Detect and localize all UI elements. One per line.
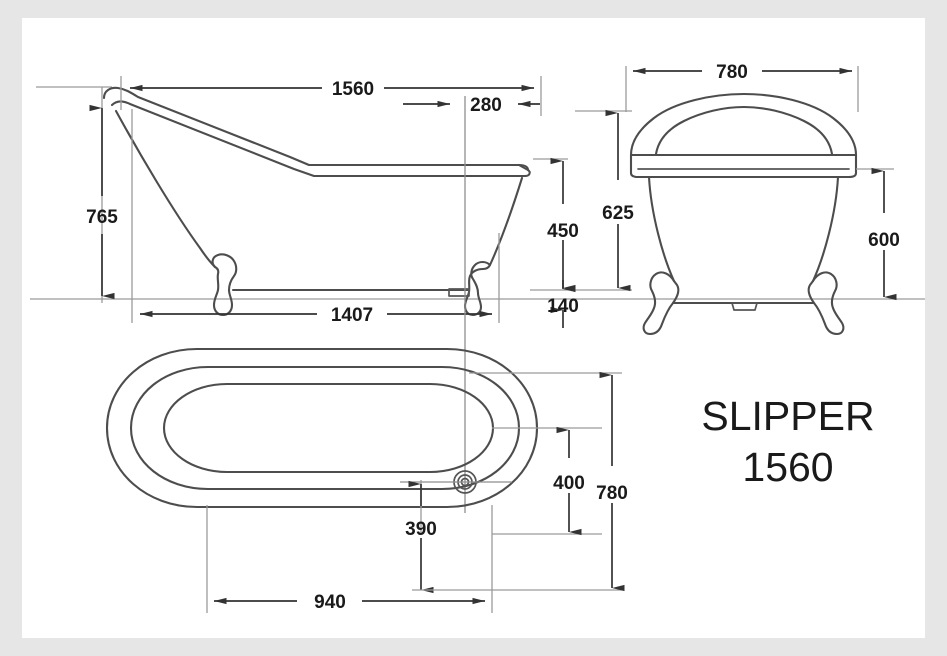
dimension-625: 625 [602, 109, 634, 292]
dimension-765-label: 765 [86, 207, 118, 228]
dimension-1407: 1407 [131, 109, 500, 326]
dimension-390-label: 390 [405, 519, 437, 540]
dimension-400: 400 [553, 426, 585, 536]
dimension-625-label: 625 [602, 203, 634, 224]
dimension-940-label: 940 [314, 592, 346, 613]
dimension-400-label: 400 [553, 473, 585, 494]
drawing-sheet: 1560 765 1407 [22, 18, 925, 638]
dimension-765: 765 [86, 104, 118, 300]
end-elevation-view: 780 [625, 62, 900, 336]
dimension-780-end-label: 780 [716, 62, 748, 83]
plan-inner-bowl [162, 382, 495, 474]
dimension-450-label: 450 [547, 221, 579, 242]
technical-drawing-canvas: 1560 765 1407 [30, 62, 925, 613]
dimension-390: 390 [405, 480, 437, 594]
dimension-1560: 1560 [130, 79, 534, 100]
plan-middle-line [129, 365, 521, 491]
dimension-140-label: 140 [547, 296, 579, 317]
dimension-280-label: 280 [470, 95, 502, 116]
dimension-780-plan-label: 780 [596, 483, 628, 504]
title-block: SLIPPER 1560 [701, 393, 874, 490]
dimension-140: 140 [547, 280, 579, 328]
plan-view: 390 400 780 [105, 347, 628, 613]
bathtub-end-profile [629, 92, 858, 336]
dimension-600-label: 600 [868, 230, 900, 251]
product-model-number: 1560 [742, 444, 833, 490]
dimension-1407-label: 1407 [331, 305, 373, 326]
dimension-940: 940 [206, 505, 493, 613]
dimension-1560-label: 1560 [332, 79, 374, 100]
dimension-280: 280 [403, 95, 540, 116]
dimension-780-end: 780 [633, 62, 852, 83]
side-elevation-view: 1560 765 1407 [30, 76, 925, 513]
product-name-title: SLIPPER [701, 393, 874, 439]
dimension-450: 450 [547, 157, 579, 292]
dimension-780-plan: 780 [596, 371, 628, 592]
dimension-600: 600 [868, 167, 900, 301]
plan-outer-rim [105, 347, 539, 509]
bathtub-side-profile [102, 86, 531, 317]
